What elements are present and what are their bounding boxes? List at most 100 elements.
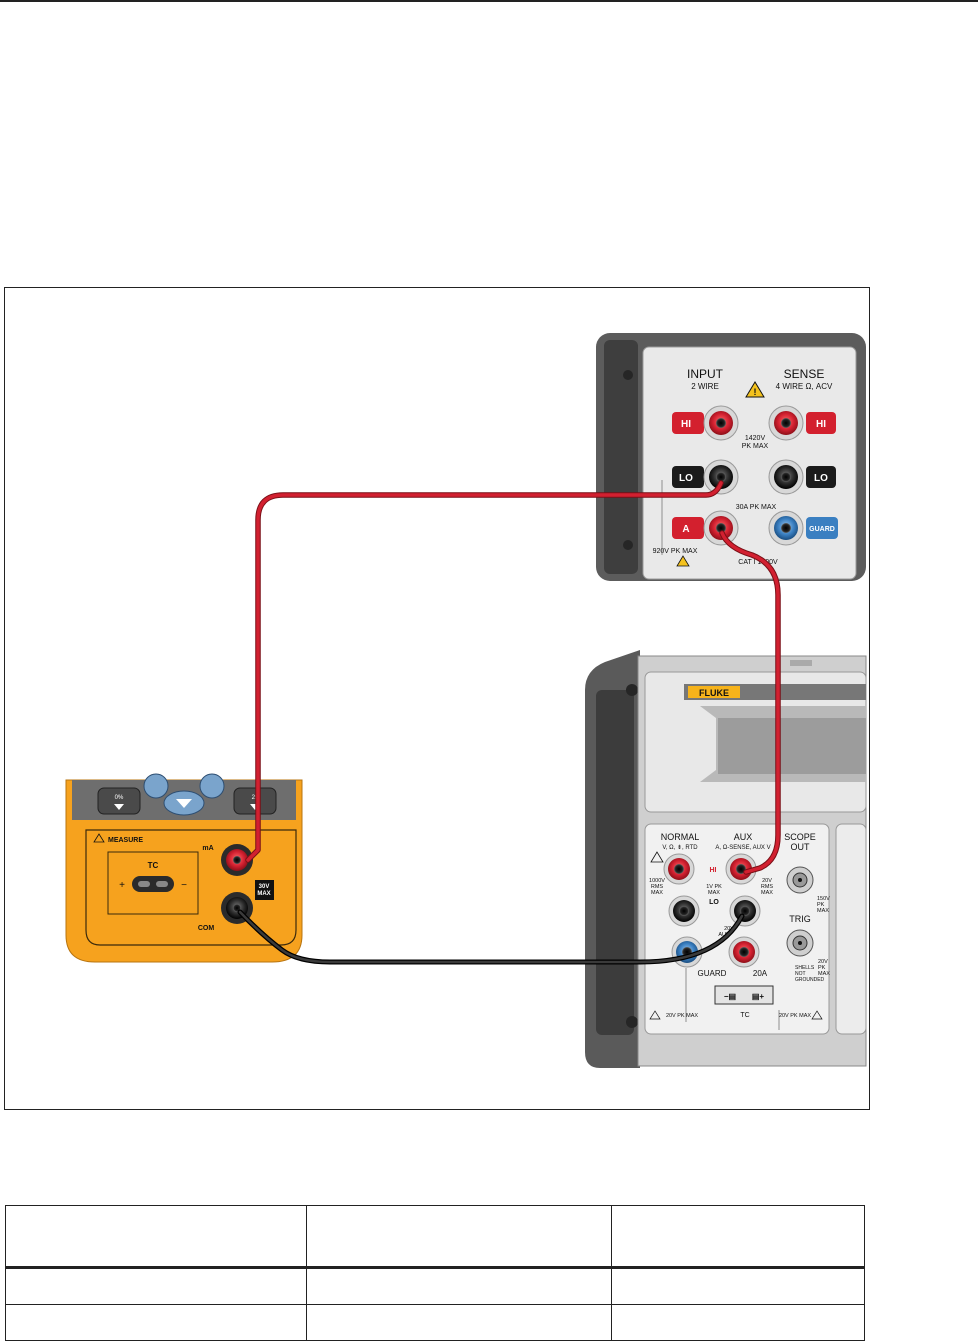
dut-sense-sub: 4 WIRE Ω, ACV [776, 382, 833, 391]
cal-150v-c: MAX [817, 908, 829, 914]
handheld-tc-minus: − [181, 880, 187, 891]
dut-hi-left-label: HI [681, 419, 691, 430]
cal-20v-c: MAX [761, 890, 773, 896]
red-lead-mA-to-dut-lo [246, 481, 723, 862]
cal-1000v-a: 1000V [649, 878, 665, 884]
cal-aux-lo-hole [740, 906, 750, 916]
cal-scope-bnc-pin [798, 878, 802, 882]
cal-scope-header: SCOPE [784, 832, 816, 842]
warning-icon-mark: ! [754, 387, 757, 397]
cal-lo-label: LO [709, 899, 719, 906]
fluke-logo [688, 686, 740, 698]
cal-20vpk-c: MAX [818, 971, 830, 977]
cal-tc-label: TC [740, 1012, 749, 1019]
dut-guard-hole [781, 523, 791, 533]
handheld-ma-hole [233, 856, 241, 864]
handheld-btn-0[interactable] [97, 787, 141, 815]
handheld-btn-25[interactable] [233, 787, 277, 815]
calibrator-screw-top [626, 684, 638, 696]
cal-20v-small: 20V [724, 926, 734, 932]
dut-handle-inner [604, 340, 638, 574]
table-cell [306, 1267, 612, 1305]
cal-tc-connector [714, 985, 774, 1005]
handheld-30v-b: MAX [257, 891, 270, 897]
dut-lo-right-label: LO [814, 473, 828, 484]
cal-1vpk-b: MAX [708, 890, 720, 896]
table-header-cell [611, 1205, 865, 1269]
cal-tc-plus: ▤+ [752, 992, 765, 1001]
dut-sense-lo-hole [781, 472, 791, 482]
dut-instrument: INPUT 2 WIRE SENSE 4 WIRE Ω, ACV ! HI HI… [596, 333, 866, 581]
cal-normal-hi-hole [674, 864, 684, 874]
table-row [5, 1304, 865, 1341]
calibrator-display [718, 718, 866, 774]
cal-bottom-left: 20V PK MAX [666, 1013, 698, 1019]
handheld-btn-right[interactable] [199, 773, 225, 799]
dut-input-lo-hole [716, 472, 726, 482]
dut-sense-hi-hole [781, 418, 791, 428]
calibrator-top-tab [790, 660, 812, 666]
page-top-rule [0, 0, 978, 2]
handheld-ma-label: mA [202, 845, 213, 852]
dut-lo-right-tag [806, 466, 836, 488]
cal-1000v-c: MAX [651, 890, 663, 896]
handheld-measure-label: MEASURE [108, 837, 143, 844]
handheld-tc-socket [132, 876, 174, 892]
handheld-tc-pin-b [156, 881, 168, 887]
cal-20v-b: RMS [761, 884, 774, 890]
cal-trig-label: TRIG [789, 914, 811, 924]
handheld-tc-plus: + [119, 880, 125, 891]
cal-20vpk-a: 20V [818, 959, 828, 965]
table-cell [306, 1304, 612, 1341]
handheld-calibrator: 0% 25 MEASURE TC + − mA COM 30V MAX [65, 773, 303, 963]
down-arrow-icon [176, 799, 192, 808]
spec-table [5, 1205, 865, 1341]
table-header-cell [306, 1205, 612, 1269]
calibrator-screw-bottom [626, 1016, 638, 1028]
cal-20v-a: 20V [762, 878, 772, 884]
test-leads [237, 480, 781, 965]
cal-20a-hole [739, 947, 749, 957]
cal-scope-sub: OUT [791, 842, 811, 852]
red-lead-dut-a-to-aux-hi [720, 531, 780, 874]
dut-screw-top [623, 370, 633, 380]
dut-lo-left-label: LO [679, 473, 693, 484]
dut-a-tag [672, 517, 704, 539]
dut-920v: 920V PK MAX [653, 548, 698, 555]
dut-input-header: INPUT [687, 367, 724, 381]
cal-normal-sub: V, Ω, ⇟, RTD [662, 844, 698, 851]
handheld-btn-0-label: 0% [115, 795, 124, 801]
dut-a-label: A [682, 524, 689, 535]
handheld-measure-border [85, 829, 297, 946]
cal-150v-a: 150V [817, 896, 830, 902]
cal-aux-sub: A, Ω-SENSE, AUX V [715, 845, 770, 851]
dut-screw-bottom [623, 540, 633, 550]
dut-1420v: 1420V [745, 435, 766, 442]
handheld-30v-a: 30V [259, 884, 270, 890]
calibrator-instrument: FLUKE NORMAL V, Ω, ⇟, RTD AUX A, Ω-SENSE… [585, 650, 867, 1068]
dut-cat: CAT I 1000V [738, 559, 778, 566]
handheld-tc-label: TC [148, 861, 159, 870]
cal-shells-b: NOT [795, 971, 806, 977]
warning-icon-small [676, 555, 690, 567]
table-cell [5, 1267, 307, 1305]
fluke-logo-text: FLUKE [699, 688, 729, 698]
cal-warning-icon-bottom-left [649, 1010, 661, 1020]
cal-trig-bnc-pin [798, 941, 802, 945]
dut-30a-max: 30A PK MAX [736, 504, 777, 511]
dut-lo-left-tag [672, 466, 704, 488]
dut-input-hi-hole [716, 418, 726, 428]
cal-1000v-b: RMS [651, 884, 664, 890]
cal-shells-c: GROUNDED [795, 977, 825, 983]
cal-20vpk-b: PK [818, 965, 826, 971]
handheld-30v-tag [255, 880, 274, 900]
cal-normal-header: NORMAL [661, 832, 700, 842]
dut-input-sub: 2 WIRE [691, 382, 719, 391]
calibrator-handle-inner [596, 690, 634, 1035]
figure-frame [4, 287, 870, 1110]
table-row [5, 1267, 865, 1305]
handheld-tc-pin-a [138, 881, 150, 887]
cal-normal-lo-hole [679, 906, 689, 916]
dut-guard-tag [806, 517, 838, 539]
handheld-btn-left[interactable] [143, 773, 169, 799]
